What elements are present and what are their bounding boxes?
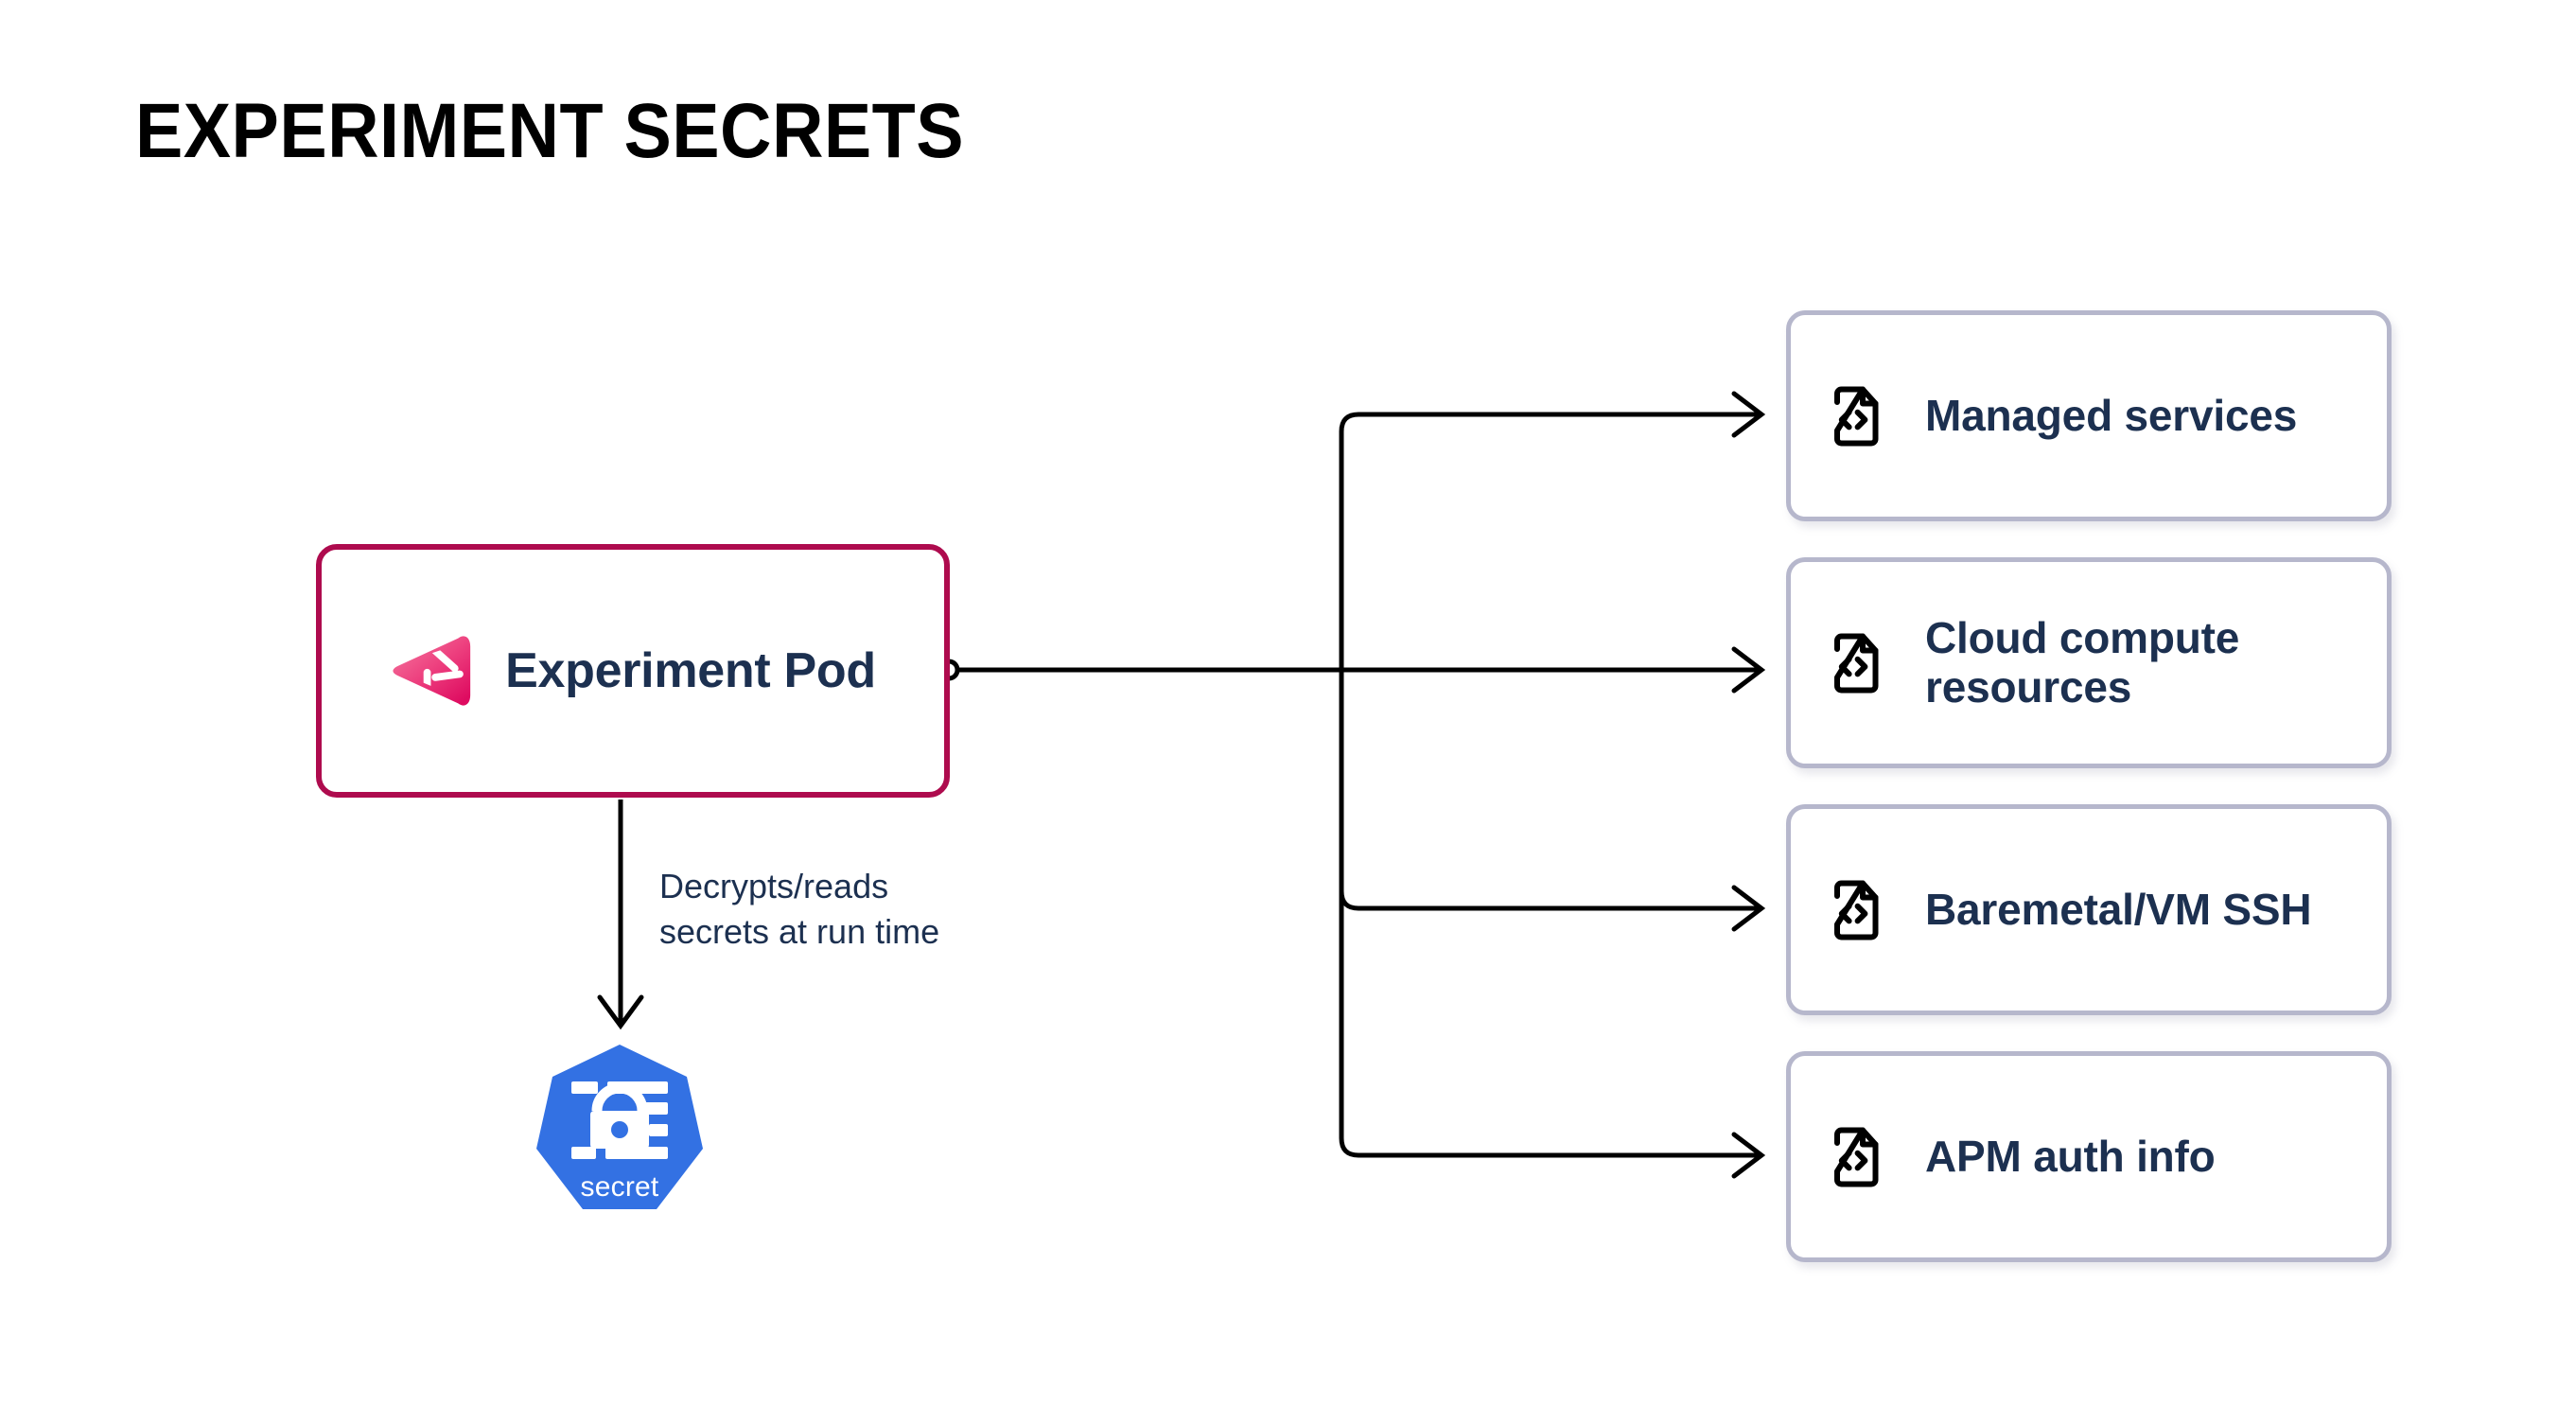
card-managed-services[interactable]: Managed services [1786,310,2392,521]
experiment-pod-node[interactable]: Experiment Pod [316,544,950,798]
card-apm-auth[interactable]: APM auth info [1786,1051,2392,1262]
edge-label-decrypts-reads: Decrypts/reads secrets at run time [659,867,940,951]
card-label: Cloud compute resources [1925,612,2240,712]
file-code-icon [1834,386,1879,446]
arrowhead-managed-services [1731,391,1766,438]
card-cloud-compute[interactable]: Cloud compute resources [1786,557,2392,768]
card-label: APM auth info [1925,1131,2216,1181]
page-title: EXPERIMENT SECRETS [135,88,964,174]
card-label: Baremetal/VM SSH [1925,884,2312,934]
edge-spine-to-apm-auth [1339,667,1762,1158]
arrowhead-cloud-compute [1731,646,1766,694]
card-label: Managed services [1925,390,2298,440]
gremlin-logo-icon [393,636,471,706]
secret-label: secret [580,1171,659,1203]
arrowhead-baremetal-ssh [1731,885,1766,932]
experiment-pod-label: Experiment Pod [505,643,876,698]
edge-spine-to-baremetal-ssh [1339,667,1762,911]
file-code-icon [1834,880,1879,940]
card-baremetal-ssh[interactable]: Baremetal/VM SSH [1786,804,2392,1015]
arrowhead-apm-auth [1731,1132,1766,1179]
file-code-icon [1834,633,1879,693]
edge-spine-to-managed-services [1339,412,1762,673]
file-code-icon [1834,1127,1879,1186]
kubernetes-secret-icon [536,1045,703,1209]
arrowhead-secret [597,994,644,1030]
kubernetes-secret-node[interactable]: secret [535,1043,704,1228]
